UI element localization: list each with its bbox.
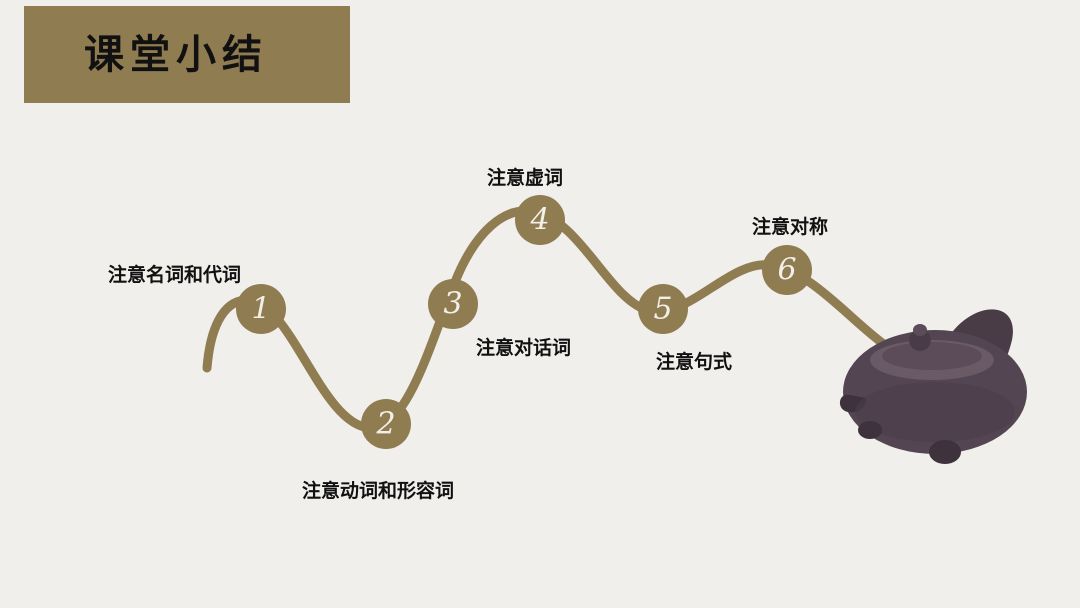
node-2-label: 注意动词和形容词: [302, 480, 455, 502]
node-5-label: 注意句式: [656, 351, 733, 373]
node-6: 6: [762, 245, 812, 295]
node-4-number: 4: [529, 203, 549, 238]
node-1-number: 1: [251, 292, 270, 327]
node-3: 3: [428, 279, 478, 329]
node-5: 5: [638, 284, 688, 334]
node-1-label: 注意名词和代词: [108, 264, 242, 286]
node-6-number: 6: [777, 253, 796, 288]
node-2-number: 2: [375, 407, 395, 442]
node-1: 1: [236, 284, 286, 334]
node-3-label: 注意对话词: [476, 337, 572, 359]
node-4: 4: [515, 195, 565, 245]
wave-path: [202, 206, 890, 433]
slide-title: 课堂小结: [84, 31, 268, 78]
teapot-illustration: [839, 309, 1027, 464]
node-3-number: 3: [443, 287, 462, 322]
title-banner: 课堂小结: [24, 6, 350, 103]
node-5-number: 5: [653, 292, 672, 327]
node-2: 2: [361, 399, 411, 449]
node-6-label: 注意对称: [752, 216, 829, 238]
node-4-label: 注意虚词: [487, 167, 564, 189]
